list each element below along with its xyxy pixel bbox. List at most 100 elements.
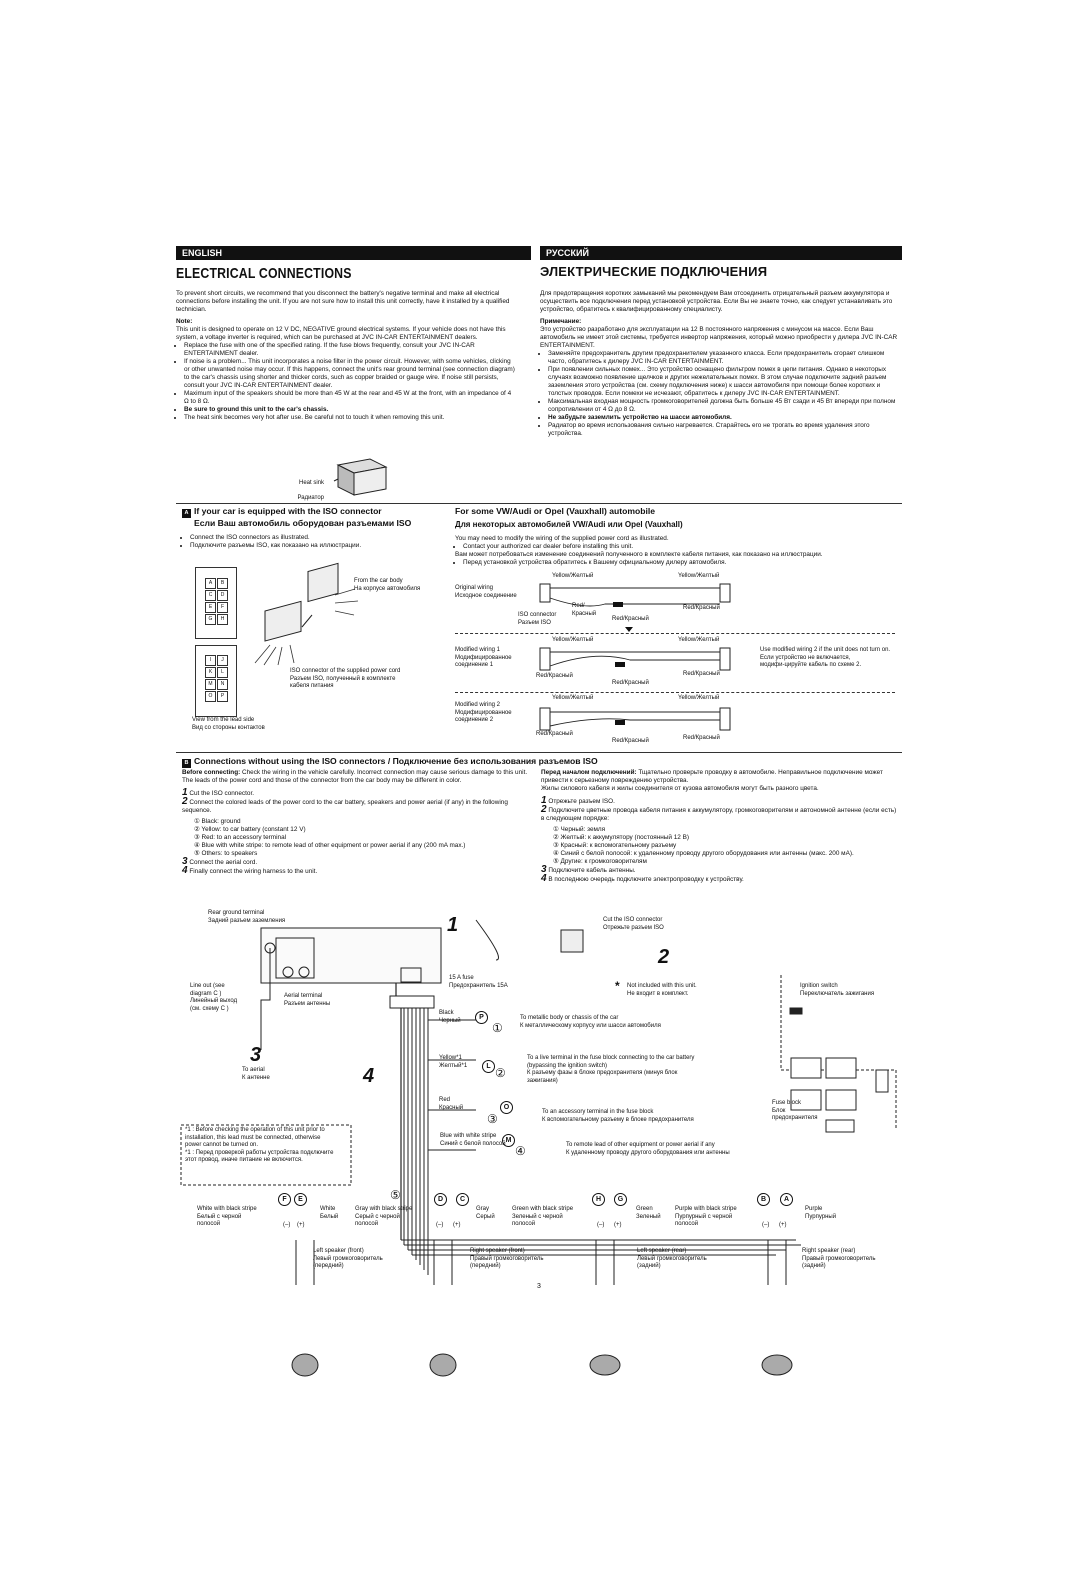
speaker-label: Left speaker (front) Левый громкоговорит… — [313, 1248, 383, 1269]
wire-label: Green with black stripe Зеленый с черной… — [512, 1206, 574, 1227]
seq-3: ③ — [487, 1112, 498, 1126]
letter-a: A — [780, 1193, 793, 1206]
ru-bullet: Не забудьте заземлить устройство на шасс… — [548, 414, 902, 422]
vw-yellow-6: Yellow/Желтый — [678, 695, 720, 701]
en-bullet: Replace the fuse with one of the specifi… — [184, 342, 516, 358]
vw-p1: You may need to modify the wiring of the… — [455, 535, 669, 542]
ru-note-body: Это устройство разработано для эксплуата… — [540, 326, 898, 349]
en-intro: To prevent short circuits, we recommend … — [176, 290, 510, 313]
iso-pin: L — [217, 667, 228, 678]
polarity-minus: (–) — [283, 1222, 291, 1228]
vw-yellow-4: Yellow/Желтый — [678, 637, 720, 643]
iso-pin: J — [217, 655, 228, 666]
en-bullet: If noise is a problem... This unit incor… — [184, 358, 516, 390]
heatsink-label: Heat sink Радиатор — [290, 472, 324, 510]
sectionB-leads-ru: Жилы силового кабеля и жилы соединителя … — [541, 785, 819, 792]
speaker-label: Right speaker (front) Правый громкоговор… — [470, 1248, 544, 1269]
not-included-star: * — [615, 979, 620, 993]
iso-pin: H — [217, 614, 228, 625]
section-tag-a: A — [182, 509, 191, 518]
to-aerial-label: To aerial К антенне — [242, 1067, 270, 1081]
polarity-plus: (+) — [614, 1222, 622, 1228]
to-remote-label: To remote lead of other equipment or pow… — [566, 1142, 730, 1156]
line-out-label: Line out (see diagram C ) Линейный выход… — [190, 983, 238, 1012]
ru-bullet: Максимальная входная мощность громкогово… — [548, 398, 902, 414]
vw-divider — [455, 633, 895, 634]
en-bullet: Be sure to ground this unit to the car's… — [184, 406, 516, 414]
speaker-label: Right speaker (rear) Правый громкоговори… — [802, 1248, 876, 1269]
vw-red-1: Red/Красный — [612, 616, 649, 622]
vw-red-7: Red/Красный — [612, 738, 649, 744]
ru-intro: Для предотвращения коротких замыканий мы… — [540, 290, 893, 313]
ru-intro-block: Для предотвращения коротких замыканий мы… — [540, 290, 902, 438]
vw-red-split: Red/ Красный — [572, 603, 597, 617]
vw-instructions: You may need to modify the wiring of the… — [455, 535, 895, 567]
sectionA-bullet: Подключите разъемы ISO, как показано на … — [190, 542, 422, 550]
section-tag-b: B — [182, 759, 191, 768]
aerial-terminal-label: Aerial terminal Разъем антенны — [284, 993, 331, 1007]
vw-yellow-2: Yellow/Желтый — [678, 573, 720, 579]
vw-mod2: Modified wiring 2 Модифицированное соеди… — [455, 702, 512, 723]
polarity-plus: (+) — [453, 1222, 461, 1228]
iso-pin: F — [217, 602, 228, 613]
vw-yellow-5: Yellow/Желтый — [552, 695, 594, 701]
seq-2: ② — [495, 1066, 506, 1080]
wire-label: White with black stripe Белый с черной п… — [197, 1206, 257, 1227]
en-bullet: Maximum input of the speakers should be … — [184, 390, 516, 406]
vw-title-ru: Для некоторых автомобилей VW/Audi или Op… — [455, 520, 683, 529]
polarity-minus: (–) — [436, 1222, 444, 1228]
vw-p2: Вам может потребоваться изменение соедин… — [455, 551, 823, 558]
cut-iso-label: Cut the ISO connector Отрежьте разъем IS… — [603, 917, 664, 931]
ru-note-title: Примечание: — [540, 318, 582, 325]
view-lead-label: View from the lead side Вид со стороны к… — [192, 717, 265, 731]
iso-pin: D — [217, 590, 228, 601]
vw-red-4: Red/Красный — [612, 680, 649, 686]
to-metal-label: To metallic body or chassis of the car К… — [520, 1015, 661, 1029]
diagram-step-1: 1 — [447, 914, 459, 936]
iso-pin: G — [205, 614, 216, 625]
page-number: 3 — [537, 1283, 541, 1290]
iso-pin: O — [205, 691, 216, 702]
letter-m: M — [502, 1134, 515, 1147]
letter-f: F — [278, 1193, 291, 1206]
vw-divider-2 — [455, 692, 895, 693]
sectionA-title-ru: Если Ваш автомобиль оборудован разъемами… — [194, 518, 412, 528]
letter-l: L — [482, 1060, 495, 1073]
header-russian: РУССКИЙ — [540, 246, 902, 260]
to-live-label: To a live terminal in the fuse block con… — [527, 1055, 695, 1084]
letter-p: P — [475, 1011, 488, 1024]
sectionB-leads-en: The leads of the power cord and those of… — [182, 777, 462, 784]
wire-label: Gray with black stripe Серый с черной по… — [355, 1206, 413, 1227]
vw-iso-connector: ISO connector Разъем ISO — [518, 612, 557, 626]
wire-label: Purple Пурпурный — [805, 1206, 837, 1220]
fuse-block-label: Fuse block Блок предохранителя — [772, 1100, 818, 1121]
divider — [176, 752, 902, 753]
rear-ground-label: Rear ground terminal Задний разъем зазем… — [208, 910, 286, 924]
not-included-label: Not included with this unit. Не входит в… — [627, 983, 697, 997]
sectionB-ru: Перед началом подключений: Тщательно про… — [541, 769, 899, 884]
polarity-minus: (–) — [762, 1222, 770, 1228]
iso-supplied-label: ISO connector of the supplied power cord… — [290, 668, 401, 689]
en-note-title: Note: — [176, 318, 193, 325]
letter-b: B — [757, 1193, 770, 1206]
iso-pin: K — [205, 667, 216, 678]
diagram-step-3: 3 — [250, 1044, 262, 1066]
iso-pin: B — [217, 578, 228, 589]
heatsink-illustration — [333, 458, 388, 496]
ru-bullet: При появлении сильных помех... Это устро… — [548, 366, 902, 398]
divider — [176, 503, 902, 504]
vw-red-2: Red/Красный — [683, 605, 720, 611]
wire-label: White Белый — [320, 1206, 339, 1220]
en-note-body: This unit is designed to operate on 12 V… — [176, 326, 506, 341]
ru-bullet: Радиатор во время использования сильно н… — [548, 422, 902, 438]
vw-yellow-1: Yellow/Желтый — [552, 573, 594, 579]
speaker-label: Left speaker (rear) Левый громкоговорите… — [637, 1248, 707, 1269]
vw-red-6: Red/Красный — [536, 731, 573, 737]
letter-e: E — [294, 1193, 307, 1206]
wire-label: Purple with black stripe Пурпурный с чер… — [675, 1206, 737, 1227]
en-intro-block: To prevent short circuits, we recommend … — [176, 290, 516, 422]
from-car-body-label: From the car body На корпусе автомобиля — [354, 578, 421, 592]
seq-5: ⑤ — [390, 1188, 401, 1202]
